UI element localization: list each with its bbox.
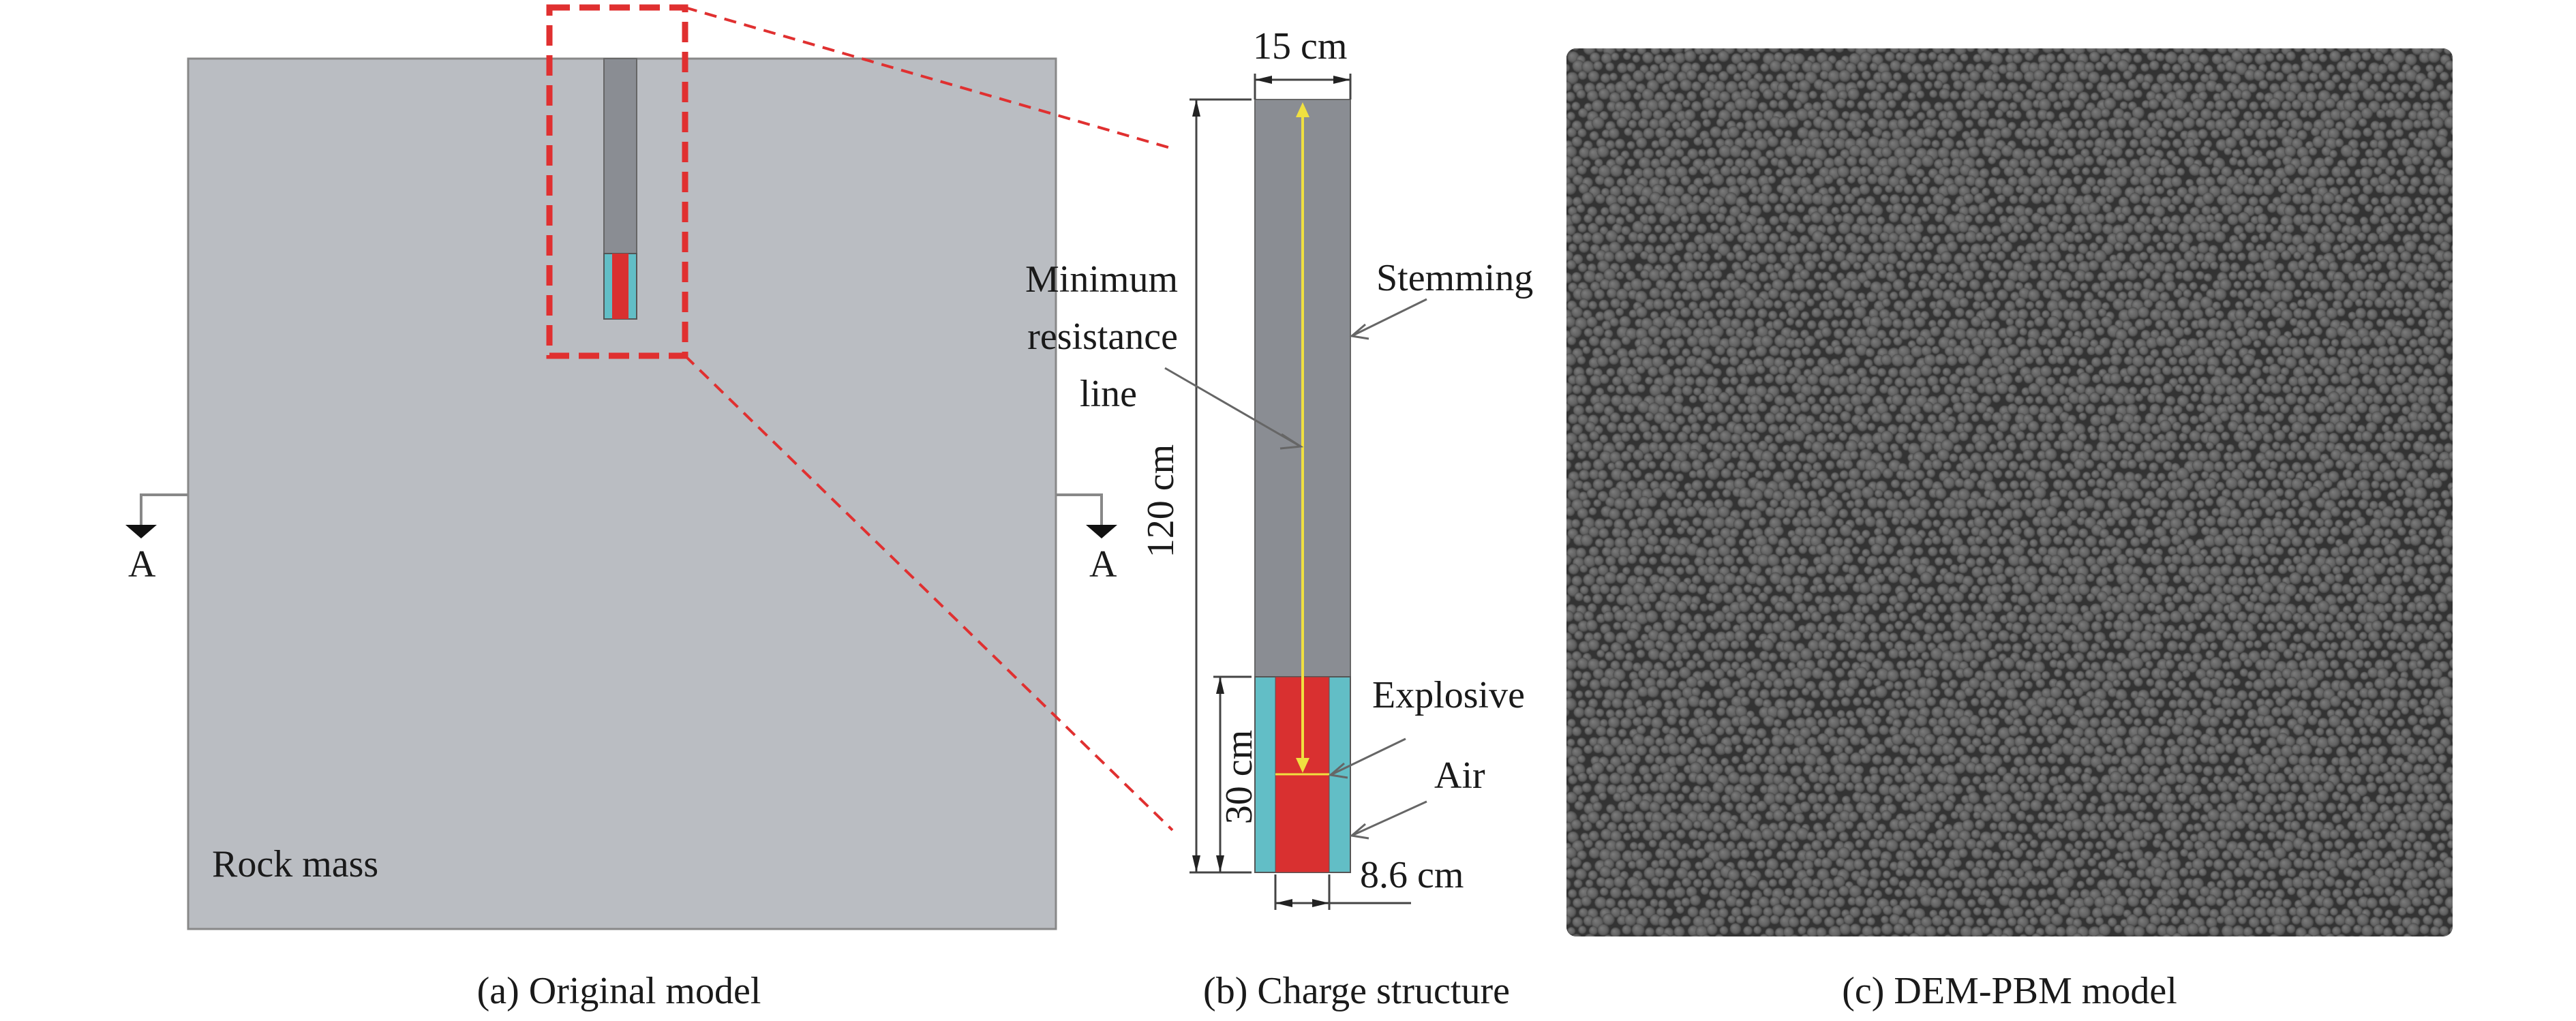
- rock-mass-label: Rock mass: [212, 843, 379, 885]
- dimension-arrowheads-icon: [1192, 76, 1350, 907]
- caption-b: (b) Charge structure: [1203, 970, 1510, 1012]
- zoom-line-top: [684, 6, 1173, 150]
- height-label: 120 cm: [1140, 444, 1182, 558]
- section-label-right: A: [1089, 543, 1117, 585]
- caption-a: (a) Original model: [476, 970, 761, 1012]
- caption-c: (c) DEM-PBM model: [1842, 970, 2177, 1012]
- leader-lines: [1164, 298, 1427, 840]
- section-arrow-right-icon: [1086, 525, 1117, 538]
- section-line-left: [140, 493, 188, 525]
- width-label: 15 cm: [1253, 25, 1348, 67]
- explosive-width-label: 8.6 cm: [1360, 854, 1464, 896]
- section-line-right: [1056, 493, 1103, 525]
- dem-particle-model: [1566, 48, 2453, 936]
- zoom-line-bottom: [684, 354, 1174, 832]
- highlight-box: [546, 4, 688, 359]
- air-label: Air: [1434, 755, 1485, 797]
- explosive-small: [612, 254, 628, 319]
- stemming-label: Stemming: [1376, 257, 1534, 299]
- stemming-hole: [603, 58, 637, 254]
- min-resistance-label: Minimum resistance line: [1022, 251, 1178, 423]
- min-resistance-arrow-down-icon: [1296, 758, 1309, 773]
- charge-length-label: 30 cm: [1218, 729, 1260, 825]
- min-resistance-arrow-up-icon: [1296, 102, 1309, 117]
- min-resistance-label-line1: Minimum: [1025, 258, 1178, 301]
- min-resistance-label-line3: line: [1080, 373, 1137, 415]
- min-resistance-label-line2: resistance: [1027, 316, 1178, 358]
- section-label-left: A: [128, 543, 156, 585]
- explosive-label: Explosive: [1372, 674, 1525, 716]
- section-arrow-left-icon: [125, 525, 157, 538]
